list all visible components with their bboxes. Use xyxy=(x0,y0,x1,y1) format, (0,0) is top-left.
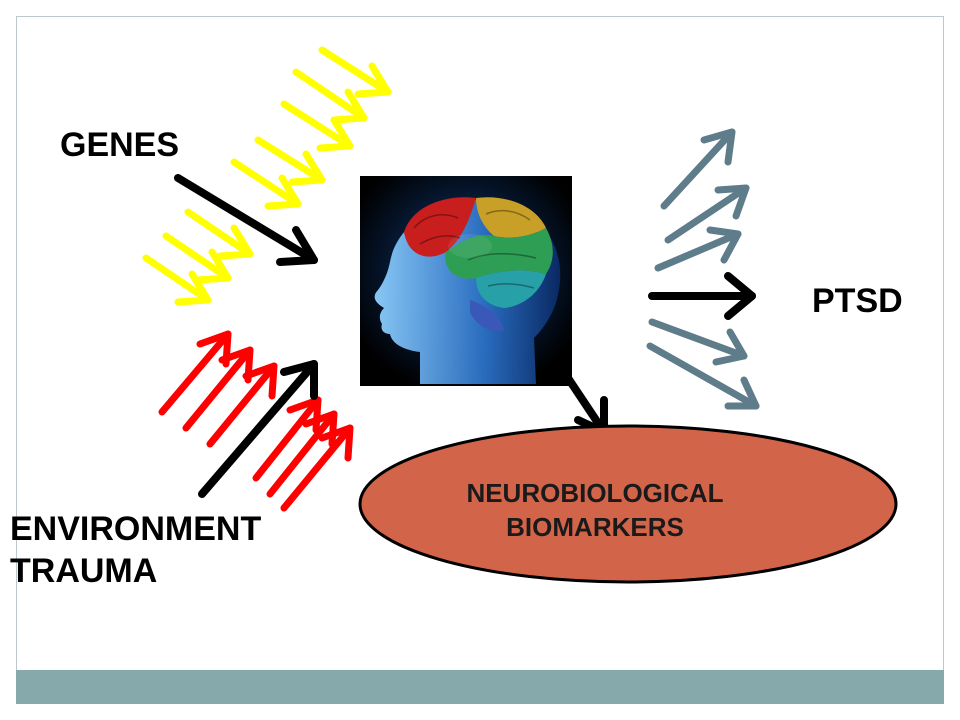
biomarker-arrow xyxy=(564,374,608,436)
trauma-arrows xyxy=(158,330,354,512)
gene-arrow xyxy=(318,46,392,98)
outcome-arrows xyxy=(646,128,760,410)
gene-arrow xyxy=(292,68,368,124)
environment-arrow xyxy=(198,360,318,498)
gene-arrow xyxy=(184,208,254,260)
biomarkers-ellipse xyxy=(358,424,898,584)
footer-bar xyxy=(16,670,944,704)
environment-label: ENVIRONMENT xyxy=(10,510,262,548)
biomarkers-label: NEUROBIOLOGICAL BIOMARKERS xyxy=(400,476,790,544)
ptsd-arrow xyxy=(648,272,756,320)
gene-arrow xyxy=(230,158,302,210)
brain-head-image xyxy=(360,176,572,386)
gene-arrow xyxy=(162,232,232,284)
trauma-arrow xyxy=(206,362,278,448)
ptsd-label: PTSD xyxy=(812,282,903,320)
genes-arrow xyxy=(174,174,318,266)
trauma-label: TRAUMA xyxy=(10,552,158,590)
gene-arrow xyxy=(280,100,354,152)
trauma-arrow xyxy=(280,424,354,512)
biomarkers-line2: BIOMARKERS xyxy=(506,512,684,542)
biomarkers-line1: NEUROBIOLOGICAL xyxy=(466,478,724,508)
trauma-arrow xyxy=(158,330,232,416)
genes-label: GENES xyxy=(60,126,180,164)
outcome-arrow xyxy=(664,184,750,244)
gene-arrows xyxy=(142,46,392,306)
gene-arrow xyxy=(142,254,212,306)
outcome-arrow xyxy=(646,342,760,410)
outcome-arrow xyxy=(660,128,736,210)
trauma-arrow xyxy=(252,396,322,482)
trauma-arrow xyxy=(182,346,254,432)
outcome-arrow xyxy=(654,226,742,272)
environment-trauma-label: ENVIRONMENT TRAUMA xyxy=(10,508,261,592)
gene-arrow xyxy=(254,136,326,186)
outcome-arrow xyxy=(648,318,748,366)
